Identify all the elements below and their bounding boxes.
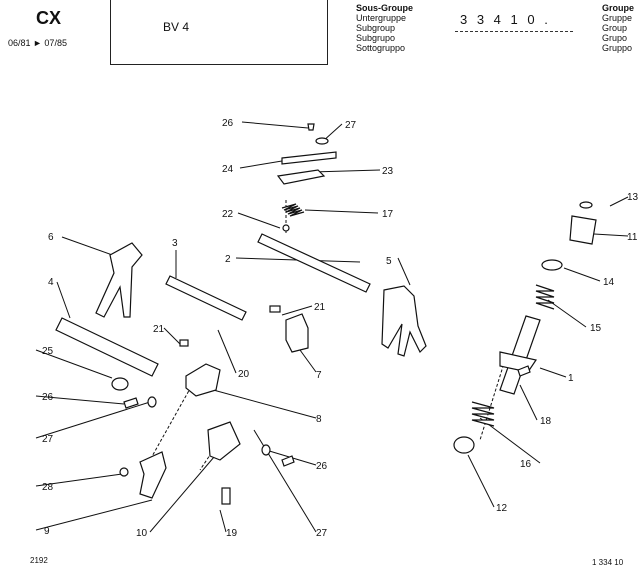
callout-label: 9 xyxy=(44,526,50,537)
lever-9-part xyxy=(139,451,167,499)
callout-label: 14 xyxy=(603,277,615,288)
model-title: CX xyxy=(36,8,62,28)
pin-21-left-part xyxy=(179,339,189,347)
callout-label: 3 xyxy=(172,238,178,249)
clip-13-part xyxy=(579,201,593,209)
spring-15-part xyxy=(535,284,555,310)
callout-label: 21 xyxy=(153,324,165,335)
gearbox-box xyxy=(110,0,328,65)
callout-label: 27 xyxy=(316,528,328,539)
page-ref-right: 1 334 10 xyxy=(592,558,624,567)
spring-part xyxy=(281,203,305,217)
callout-label: 27 xyxy=(42,434,54,445)
screw-26-right-part xyxy=(281,455,295,467)
subgroup-label-en: Subgroup xyxy=(356,23,396,33)
callout-label: 27 xyxy=(345,120,357,131)
group-label-en: Group xyxy=(602,23,628,33)
callout-label: 5 xyxy=(386,256,392,267)
callout-label: 25 xyxy=(42,346,54,357)
page-ref-left: 2192 xyxy=(30,556,48,565)
callout-label: 12 xyxy=(496,503,508,514)
callout-label: 17 xyxy=(382,209,394,220)
fork-5-part xyxy=(381,285,427,357)
pin-19-part xyxy=(221,487,231,505)
fork-6-part xyxy=(95,242,143,318)
nut-28-part xyxy=(119,467,129,477)
detent-plate-part xyxy=(276,169,326,185)
callout-label: 23 xyxy=(382,166,394,177)
callout-label: 26 xyxy=(316,461,328,472)
callout-label: 1 xyxy=(568,373,574,384)
callout-label: 8 xyxy=(316,414,322,425)
washer-part xyxy=(315,137,329,145)
lever-10-part xyxy=(207,421,241,461)
callout-label: 20 xyxy=(238,369,250,380)
subgroup-label-de: Untergruppe xyxy=(356,13,407,23)
callout-label: 7 xyxy=(316,370,322,381)
group-label-de: Gruppe xyxy=(602,13,633,23)
code-underline xyxy=(455,31,573,32)
bush-part xyxy=(111,377,129,391)
callout-label: 28 xyxy=(42,482,54,493)
lock-plate-part xyxy=(281,151,337,165)
cap-12-part xyxy=(453,436,475,454)
bracket-8-part xyxy=(185,363,221,397)
plug-11-part xyxy=(569,215,597,245)
shaft-3-part xyxy=(165,275,247,321)
subgroup-label-es: Subgrupo xyxy=(356,33,396,43)
callout-label: 13 xyxy=(627,192,639,203)
callout-label: 26 xyxy=(42,392,54,403)
screw-26-left-part xyxy=(123,397,139,409)
pin-18-part xyxy=(517,365,531,377)
spring-16-part xyxy=(471,401,495,427)
callout-label: 21 xyxy=(314,302,326,313)
group-label-it: Gruppo xyxy=(602,43,633,53)
callout-label: 11 xyxy=(627,232,638,243)
shaft-2-part xyxy=(257,233,371,293)
pin-21-right-part xyxy=(269,305,281,313)
callout-label: 26 xyxy=(222,118,234,129)
callout-label: 22 xyxy=(222,209,234,220)
parts xyxy=(55,123,597,505)
group-label-fr: Groupe xyxy=(602,3,635,13)
callout-label: 4 xyxy=(48,277,54,288)
callout-label: 24 xyxy=(222,164,234,175)
block-7-part xyxy=(285,313,309,353)
callout-label: 18 xyxy=(540,416,552,427)
subgroup-label-it: Sottogruppo xyxy=(356,43,406,53)
washer-27-left-part xyxy=(147,396,157,408)
leader-lines xyxy=(35,121,629,533)
callout-label: 19 xyxy=(226,528,238,539)
subgroup-labels: Sous-Groupe Untergruppe Subgroup Subgrup… xyxy=(356,3,413,53)
callout-label: 16 xyxy=(520,459,532,470)
dashed-assembly-lines xyxy=(149,200,506,471)
callout-label: 2 xyxy=(225,254,231,265)
group-label-es: Grupo xyxy=(602,33,628,43)
date-range: 06/81 ► 07/85 xyxy=(8,38,67,48)
callout-label: 15 xyxy=(590,323,602,334)
washer-14-part xyxy=(541,259,563,271)
screw-part xyxy=(307,123,315,131)
shaft-4-part xyxy=(55,317,159,377)
callout-label: 6 xyxy=(48,232,54,243)
subgroup-label-fr: Sous-Groupe xyxy=(356,3,414,13)
callout-label: 10 xyxy=(136,528,148,539)
group-labels: Groupe Gruppe Group Grupo Gruppo xyxy=(602,3,634,53)
callout-labels: 26 27 24 23 22 17 6 3 2 5 13 11 14 4 21 … xyxy=(42,118,639,539)
subgroup-code: 3 3 4 1 0 . xyxy=(460,12,551,27)
washer-27-right-part xyxy=(261,444,271,456)
gearbox-label: BV 4 xyxy=(163,20,190,34)
ball-part xyxy=(282,224,290,232)
